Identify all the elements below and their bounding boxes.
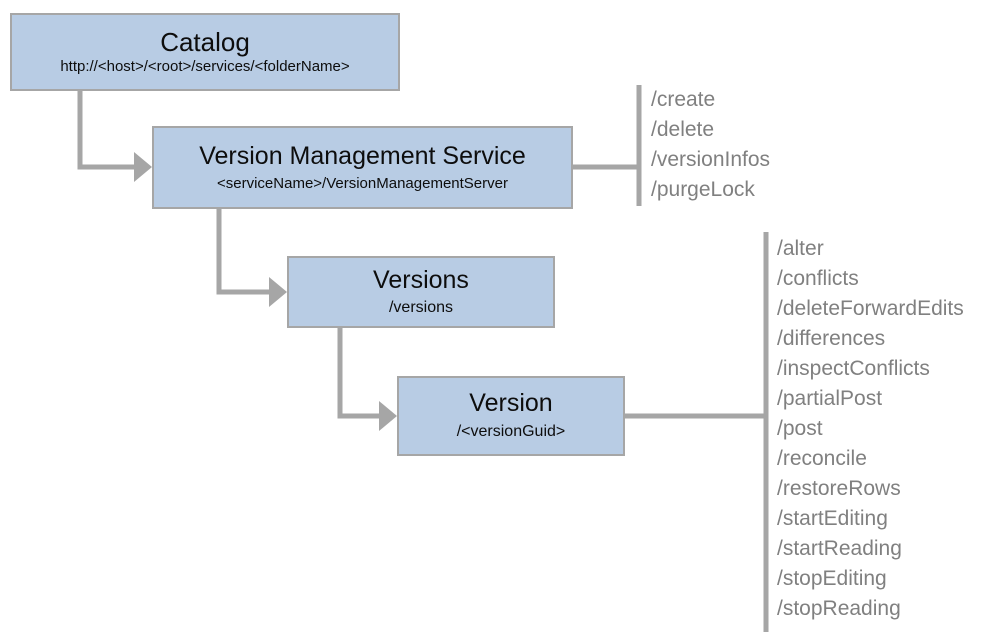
connector-versions-to-version <box>337 328 397 431</box>
operation-item-service[interactable]: /create <box>651 88 716 111</box>
node-version-management-service-subtitle: <serviceName>/VersionManagementServer <box>217 174 508 192</box>
arrowhead-icon <box>134 152 152 182</box>
operation-item-version[interactable]: /inspectConflicts <box>777 357 930 380</box>
arrowhead-icon <box>269 277 287 307</box>
node-version-subtitle: /<versionGuid> <box>456 423 566 441</box>
operation-item-version[interactable]: /deleteForwardEdits <box>777 297 964 320</box>
connector-service-to-operations <box>573 85 642 206</box>
operation-item-version[interactable]: /stopReading <box>777 597 901 620</box>
node-versions[interactable]: Versions /versions <box>287 256 555 328</box>
connector-service-to-versions <box>216 209 287 307</box>
arrowhead-icon <box>379 401 397 431</box>
operations-list-version: /alter/conflicts/deleteForwardEdits/diff… <box>777 234 964 624</box>
connector-catalog-to-service <box>77 91 152 182</box>
operation-item-version[interactable]: /differences <box>777 327 886 350</box>
operation-item-version[interactable]: /startReading <box>777 537 902 560</box>
operation-item-service[interactable]: /versionInfos <box>651 148 771 171</box>
operation-item-version[interactable]: /startEditing <box>777 507 888 530</box>
node-catalog[interactable]: Catalog http://<host>/<root>/services/<f… <box>10 13 400 91</box>
operation-item-version[interactable]: /post <box>777 417 823 440</box>
operation-item-version[interactable]: /alter <box>777 237 824 260</box>
node-version-title: Version <box>469 389 553 418</box>
operations-list-service: /create/delete/versionInfos/purgeLock <box>651 85 770 205</box>
node-versions-subtitle: /versions <box>388 298 454 316</box>
operation-item-version[interactable]: /stopEditing <box>777 567 887 590</box>
node-catalog-subtitle: http://<host>/<root>/services/<folderNam… <box>60 58 350 76</box>
operation-item-version[interactable]: /partialPost <box>777 387 883 410</box>
operation-item-version[interactable]: /conflicts <box>777 267 859 290</box>
node-version-management-service-title: Version Management Service <box>199 141 526 170</box>
node-version[interactable]: Version /<versionGuid> <box>397 376 625 456</box>
node-versions-title: Versions <box>373 265 469 294</box>
operation-item-service[interactable]: /purgeLock <box>651 178 755 201</box>
operation-item-version[interactable]: /restoreRows <box>777 477 901 500</box>
operation-item-version[interactable]: /reconcile <box>777 447 867 470</box>
operation-item-service[interactable]: /delete <box>651 118 715 141</box>
connector-version-to-operations <box>625 232 769 632</box>
node-catalog-title: Catalog <box>160 26 250 57</box>
node-version-management-service[interactable]: Version Management Service <serviceName>… <box>152 126 573 209</box>
